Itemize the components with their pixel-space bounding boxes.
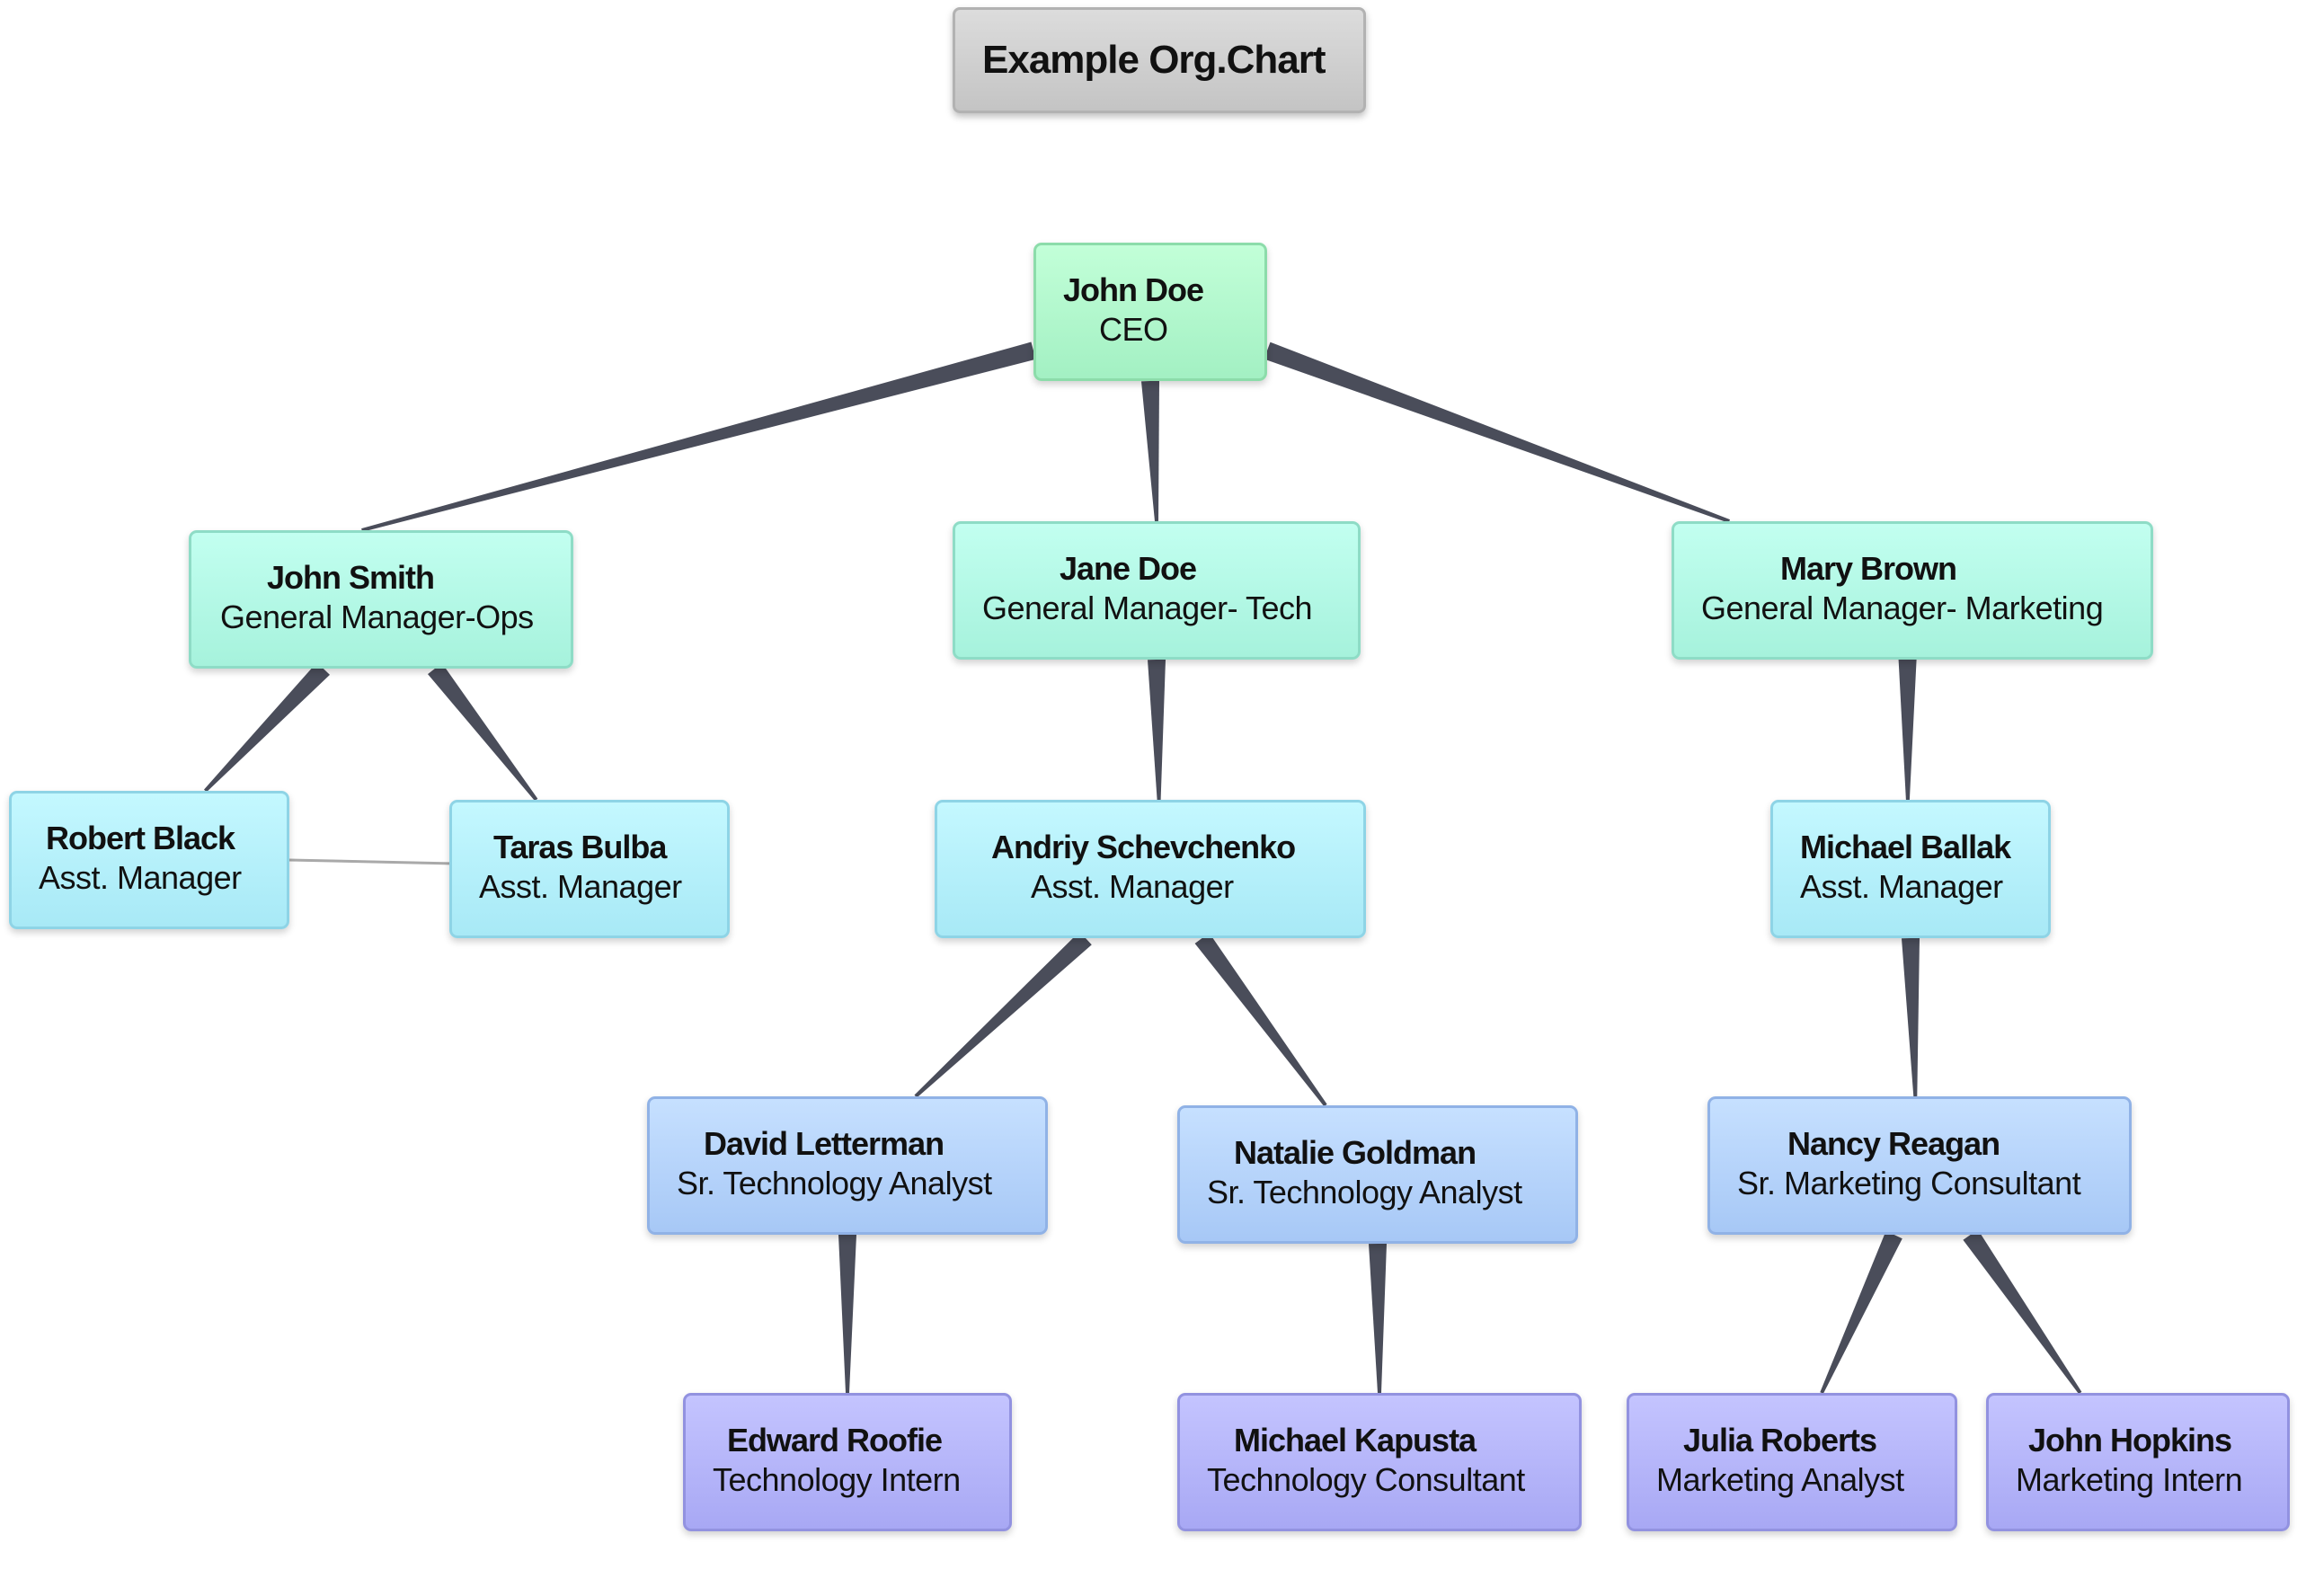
- node-jane-doe[interactable]: Jane Doe General Manager- Tech: [953, 521, 1361, 660]
- node-role: Technology Consultant: [1207, 1461, 1525, 1498]
- node-role: Asst. Manager: [1800, 868, 2003, 905]
- node-role: CEO: [1099, 311, 1168, 348]
- node-name: John Doe: [1063, 271, 1204, 308]
- node-name: Jane Doe: [1060, 550, 1197, 587]
- node-michael-ballak[interactable]: Michael Ballak Asst. Manager: [1770, 800, 2051, 938]
- connector-andriy-schevchenko-to-natalie-goldman: [1194, 933, 1327, 1107]
- node-role: Asst. Manager: [479, 868, 682, 905]
- node-natalie-goldman[interactable]: Natalie Goldman Sr. Technology Analyst: [1177, 1105, 1578, 1244]
- connector-nancy-reagan-to-john-hopkins: [1963, 1229, 2082, 1395]
- connector-ceo-to-jane-doe: [1141, 380, 1159, 522]
- connector-john-smith-to-taras-bulba: [428, 662, 538, 802]
- node-name: Taras Bulba: [493, 829, 667, 865]
- node-nancy-reagan[interactable]: Nancy Reagan Sr. Marketing Consultant: [1707, 1096, 2132, 1235]
- connector-ceo-to-john-smith: [361, 341, 1036, 532]
- chart-title[interactable]: Example Org.Chart: [953, 7, 1366, 113]
- node-role: General Manager-Ops: [220, 598, 534, 635]
- node-name: Julia Roberts: [1683, 1422, 1877, 1459]
- node-name: Mary Brown: [1780, 550, 1957, 587]
- node-role: Sr. Technology Analyst: [1207, 1174, 1522, 1210]
- node-edward-roofie[interactable]: Edward Roofie Technology Intern: [683, 1393, 1012, 1531]
- node-name: Andriy Schevchenko: [991, 829, 1296, 865]
- node-role: Sr. Technology Analyst: [677, 1165, 992, 1201]
- node-name: Robert Black: [46, 820, 235, 856]
- node-andriy-schevchenko[interactable]: Andriy Schevchenko Asst. Manager: [935, 800, 1366, 938]
- connector-john-smith-to-robert-black: [204, 662, 330, 793]
- node-role: General Manager- Marketing: [1701, 590, 2104, 626]
- connector-jane-doe-to-andriy-schevchenko: [1148, 659, 1166, 800]
- node-role: Technology Intern: [713, 1461, 961, 1498]
- node-ceo[interactable]: John Doe CEO: [1033, 243, 1267, 381]
- node-role: Asst. Manager: [1031, 868, 1234, 905]
- node-julia-roberts[interactable]: Julia Roberts Marketing Analyst: [1627, 1393, 1957, 1531]
- node-role: General Manager- Tech: [982, 590, 1313, 626]
- connector-andriy-schevchenko-to-david-letterman: [914, 931, 1092, 1098]
- node-name: Edward Roofie: [727, 1422, 943, 1459]
- node-role: Marketing Analyst: [1656, 1461, 1904, 1498]
- node-name: David Letterman: [704, 1125, 945, 1162]
- node-michael-kapusta[interactable]: Michael Kapusta Technology Consultant: [1177, 1393, 1582, 1531]
- node-taras-bulba[interactable]: Taras Bulba Asst. Manager: [449, 800, 730, 938]
- node-john-smith[interactable]: John Smith General Manager-Ops: [189, 530, 573, 669]
- node-name: John Hopkins: [2028, 1422, 2232, 1459]
- connector-david-letterman-to-edward-roofie: [838, 1235, 856, 1393]
- node-name: Michael Ballak: [1800, 829, 2011, 865]
- node-name: Michael Kapusta: [1234, 1422, 1477, 1459]
- node-role: Sr. Marketing Consultant: [1737, 1165, 2081, 1201]
- node-role: Asst. Manager: [39, 859, 242, 896]
- connector-natalie-goldman-to-michael-kapusta: [1369, 1243, 1387, 1393]
- node-name: Nancy Reagan: [1787, 1125, 2000, 1162]
- connector-michael-ballak-to-nancy-reagan: [1902, 937, 1920, 1097]
- node-mary-brown[interactable]: Mary Brown General Manager- Marketing: [1672, 521, 2153, 660]
- peer-link-robert-black-taras-bulba: [288, 858, 450, 865]
- node-john-hopkins[interactable]: John Hopkins Marketing Intern: [1986, 1393, 2290, 1531]
- node-name: John Smith: [267, 559, 435, 596]
- node-robert-black[interactable]: Robert Black Asst. Manager: [9, 791, 289, 929]
- connector-nancy-reagan-to-julia-roberts: [1820, 1230, 1902, 1394]
- connector-ceo-to-mary-brown: [1264, 341, 1730, 523]
- node-david-letterman[interactable]: David Letterman Sr. Technology Analyst: [647, 1096, 1048, 1235]
- node-role: Marketing Intern: [2016, 1461, 2243, 1498]
- connector-mary-brown-to-michael-ballak: [1898, 660, 1917, 800]
- node-name: Natalie Goldman: [1234, 1134, 1477, 1171]
